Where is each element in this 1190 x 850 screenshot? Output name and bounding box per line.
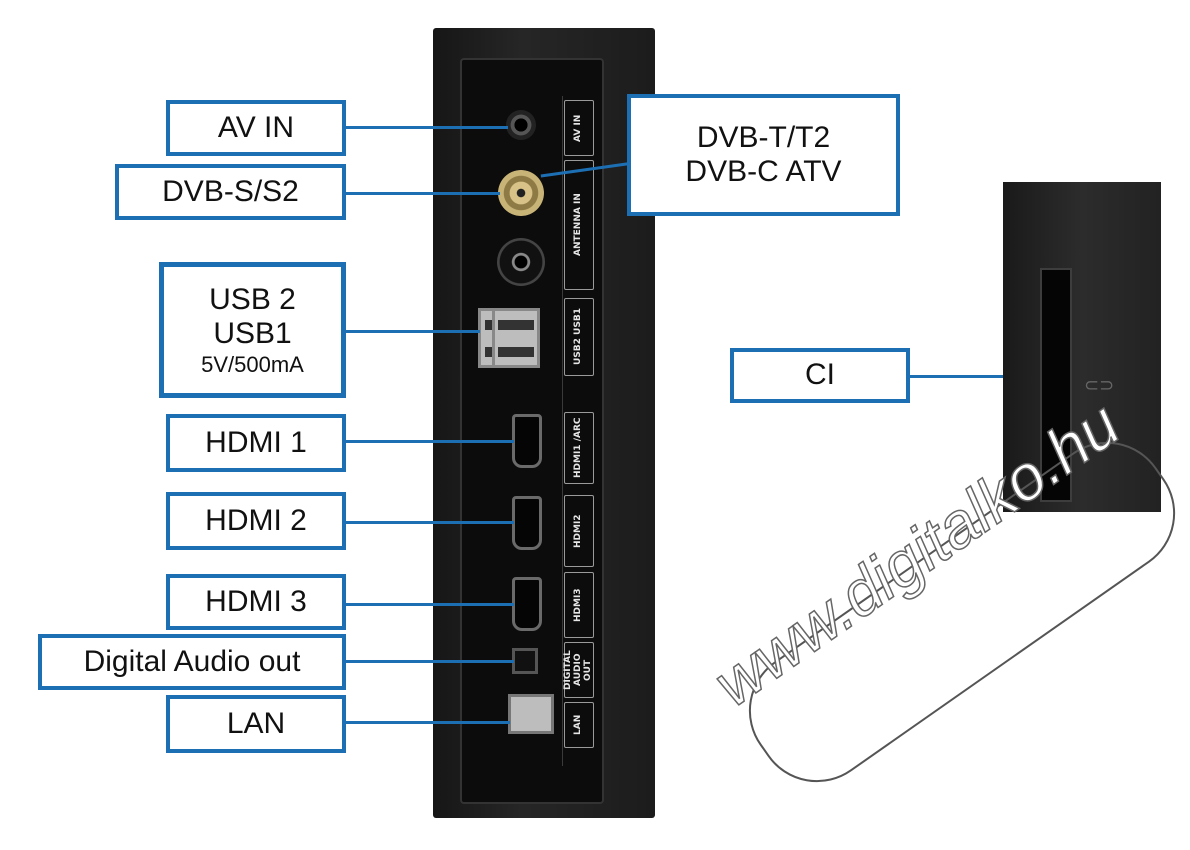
callout-dvb-s: DVB-S/S2	[115, 164, 346, 220]
ci-card-slot	[1040, 268, 1072, 502]
callout-hdmi3-text: HDMI 3	[205, 584, 307, 618]
leader-line-lan	[346, 721, 510, 724]
callout-ci: CI	[730, 348, 910, 403]
callout-usb-line2: USB1	[213, 317, 292, 351]
leader-line-digital-audio	[346, 660, 514, 663]
leader-line-dvb-s	[346, 192, 500, 195]
panel-label-usb: USB2 USB1	[564, 298, 594, 376]
callout-digital-audio: Digital Audio out	[38, 634, 346, 690]
callout-av-in-text: AV IN	[217, 110, 295, 144]
ci-side-panel	[1003, 182, 1161, 512]
callout-dvb-t-line1: DVB-T/T2	[696, 120, 831, 154]
callout-dvb-t-line2: DVB-C ATV	[685, 155, 842, 188]
leader-line-ci	[910, 375, 1004, 378]
callout-av-in: AV IN	[166, 100, 346, 156]
antenna-iec-connector	[497, 238, 545, 286]
callout-lan: LAN	[166, 695, 346, 753]
leader-line-av-in	[346, 126, 508, 129]
callout-hdmi1-text: HDMI 1	[205, 425, 307, 459]
callout-hdmi2: HDMI 2	[166, 492, 346, 550]
panel-label-hdmi2: HDMI2	[564, 495, 594, 567]
panel-label-av-in: AV IN	[564, 100, 594, 156]
callout-dvb-s-text: DVB-S/S2	[162, 174, 299, 208]
leader-line-hdmi2	[346, 521, 514, 524]
panel-label-hdmi1: HDMI1 /ARC	[564, 412, 594, 484]
usb-port-1	[492, 308, 540, 368]
callout-ci-text: CI	[805, 358, 835, 392]
hdmi1-port	[512, 414, 542, 468]
callout-digital-audio-text: Digital Audio out	[83, 644, 301, 678]
callout-hdmi3: HDMI 3	[166, 574, 346, 630]
satellite-f-connector	[498, 170, 544, 216]
callout-usb-line1: USB 2	[209, 282, 296, 316]
callout-hdmi1: HDMI 1	[166, 414, 346, 472]
optical-audio-port	[512, 648, 538, 674]
panel-label-antenna: ANTENNA IN	[564, 160, 594, 290]
callout-usb: USB 2 USB1 5V/500mA	[159, 262, 346, 398]
panel-label-lan: LAN	[564, 702, 594, 748]
panel-label-digital-audio: DIGITAL AUDIO OUT	[563, 642, 594, 698]
leader-line-hdmi3	[346, 603, 514, 606]
leader-line-hdmi1	[346, 440, 514, 443]
callout-hdmi2-text: HDMI 2	[205, 503, 307, 537]
panel-label-strip	[562, 96, 597, 766]
hdmi2-port	[512, 496, 542, 550]
callout-dvb-t: DVB-T/T2 DVB-C ATV	[627, 94, 900, 216]
hdmi3-port	[512, 577, 542, 631]
av-in-jack	[506, 110, 536, 140]
lan-port	[508, 694, 554, 734]
leader-line-usb	[346, 330, 480, 333]
callout-usb-line3: 5V/500mA	[201, 351, 304, 377]
ci-slot-mark-icon: ⊂⊃	[1084, 375, 1115, 395]
panel-label-hdmi3: HDMI3	[564, 572, 594, 638]
callout-lan-text: LAN	[226, 706, 286, 740]
